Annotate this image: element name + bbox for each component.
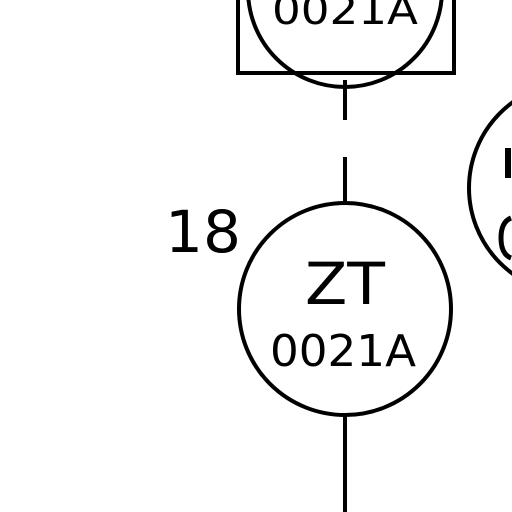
instrument-number-label: 18: [165, 198, 241, 266]
main-instrument-tag-number: 0021A: [270, 326, 416, 377]
top-instrument: 0021A: [236, 0, 456, 89]
top-instrument-tag-number: 0021A: [272, 0, 419, 34]
main-instrument: ZT 0021A: [237, 201, 453, 417]
right-instrument-letter-fragment: [505, 148, 511, 178]
right-instrument-digit-fragment: [498, 215, 512, 261]
right-instrument: [467, 100, 512, 276]
top-instrument-square: [236, 0, 456, 75]
main-instrument-tag-letters: ZT: [305, 250, 386, 318]
right-instrument-circle: [467, 100, 512, 276]
